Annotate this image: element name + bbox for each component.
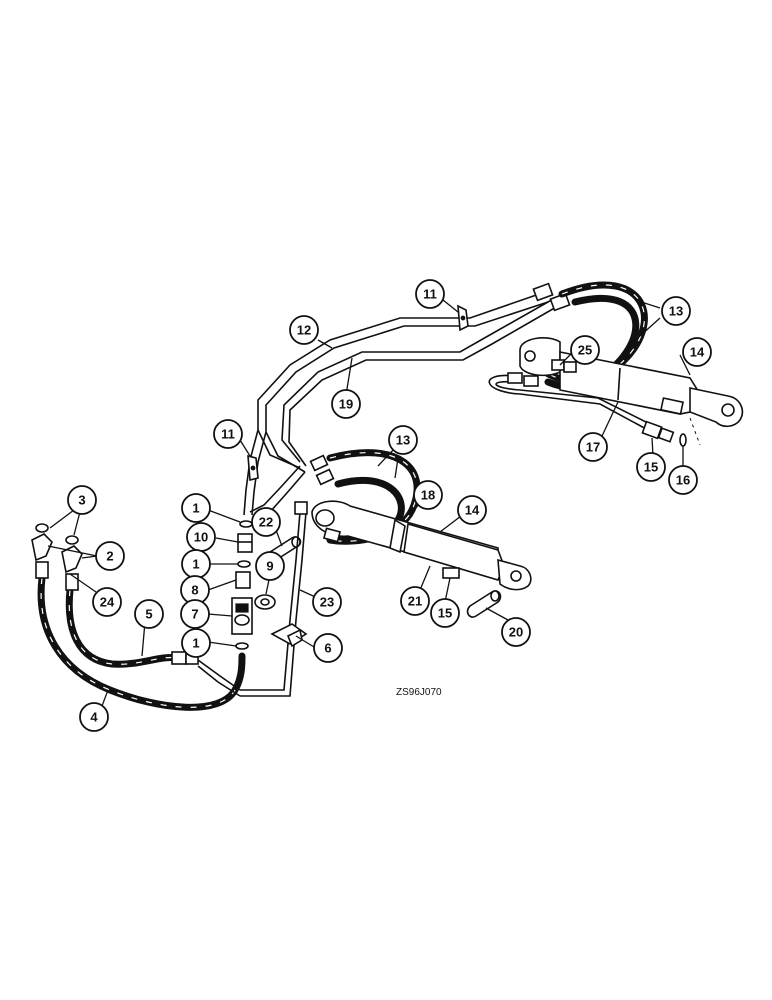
callout-18: 18	[413, 480, 443, 510]
svg-text:14: 14	[465, 503, 480, 518]
callout-1-low: 1	[181, 628, 211, 658]
svg-text:23: 23	[320, 595, 334, 610]
callout-10: 10	[186, 522, 216, 552]
clip-6	[270, 623, 308, 648]
svg-text:24: 24	[100, 595, 115, 610]
svg-text:21: 21	[408, 594, 422, 609]
svg-text:18: 18	[421, 488, 435, 503]
hose-5	[65, 586, 182, 668]
callout-16: 16	[668, 465, 698, 495]
fitting-8	[235, 571, 251, 589]
callout-11-upper: 11	[415, 279, 445, 309]
svg-text:1: 1	[192, 557, 199, 572]
callout-1-mid: 1	[181, 549, 211, 579]
svg-text:13: 13	[669, 304, 683, 319]
oring-16	[679, 433, 687, 447]
svg-text:4: 4	[90, 710, 98, 725]
callout-13-upper: 13	[661, 296, 691, 326]
svg-text:11: 11	[221, 427, 235, 442]
fitting-15-upper	[641, 420, 675, 443]
hose-4	[37, 574, 246, 711]
hose-5-fittings	[171, 651, 241, 697]
callout-14-lower: 14	[457, 495, 487, 525]
clip-bracket-11-upper	[457, 304, 469, 332]
svg-text:7: 7	[191, 607, 198, 622]
svg-text:1: 1	[192, 636, 199, 651]
callout-11-lower: 11	[213, 419, 243, 449]
svg-text:22: 22	[259, 515, 273, 530]
steel-line-19	[281, 297, 559, 467]
callout-21: 21	[400, 586, 430, 616]
svg-text:8: 8	[191, 583, 198, 598]
svg-text:2: 2	[106, 549, 113, 564]
elbow-fittings-2	[31, 533, 83, 574]
callout-24: 24	[92, 587, 122, 617]
callout-15-lower: 15	[430, 598, 460, 628]
callout-4: 4	[79, 702, 109, 732]
callout-13-lower: 13	[388, 425, 418, 455]
callout-23: 23	[312, 587, 342, 617]
callout-25: 25	[570, 335, 600, 365]
svg-text:3: 3	[78, 493, 85, 508]
quick-coupler-7	[231, 597, 253, 635]
clip-bracket-11-lower	[247, 454, 259, 482]
oring-1-top	[239, 520, 253, 528]
callout-15-upper: 15	[636, 452, 666, 482]
svg-text:5: 5	[145, 607, 152, 622]
svg-text:13: 13	[396, 433, 410, 448]
svg-text:17: 17	[586, 440, 600, 455]
svg-text:14: 14	[690, 345, 705, 360]
svg-text:15: 15	[438, 606, 452, 621]
svg-text:25: 25	[578, 343, 592, 358]
svg-text:6: 6	[324, 641, 331, 656]
svg-text:1: 1	[192, 501, 199, 516]
hydraulic-cylinder-14-upper	[519, 337, 744, 446]
adapter-10	[237, 533, 253, 553]
upper-line-fittings	[309, 282, 571, 486]
caps-3	[35, 523, 79, 545]
svg-text:20: 20	[509, 625, 523, 640]
fitting-25	[551, 359, 577, 373]
callout-7: 7	[180, 599, 210, 629]
callout-20: 20	[501, 617, 531, 647]
svg-text:15: 15	[644, 460, 658, 475]
washer-9	[254, 594, 276, 610]
svg-text:10: 10	[194, 530, 208, 545]
svg-text:12: 12	[297, 323, 311, 338]
callout-9: 9	[255, 551, 285, 581]
oring-1-low	[235, 642, 249, 650]
svg-text:9: 9	[266, 559, 273, 574]
callout-14-upper: 14	[682, 337, 712, 367]
callout-5: 5	[134, 599, 164, 629]
callout-17: 17	[578, 432, 608, 462]
callout-12: 12	[289, 315, 319, 345]
callout-22: 22	[251, 507, 281, 537]
hydraulic-cylinder-14-lower	[311, 500, 532, 591]
svg-text:19: 19	[339, 397, 353, 412]
steel-tube-23	[240, 501, 308, 697]
steel-tube-17	[488, 372, 651, 431]
callout-6: 6	[313, 633, 343, 663]
oring-1-mid	[237, 560, 251, 568]
figure-code: ZS96J070	[396, 687, 442, 698]
svg-text:11: 11	[423, 287, 437, 302]
steel-line-12	[257, 291, 549, 473]
callout-1-top: 1	[181, 493, 211, 523]
callout-2: 2	[95, 541, 125, 571]
pin-20	[466, 590, 502, 618]
svg-text:16: 16	[676, 473, 690, 488]
callout-8: 8	[180, 575, 210, 605]
callout-3: 3	[67, 485, 97, 515]
callout-19: 19	[331, 389, 361, 419]
